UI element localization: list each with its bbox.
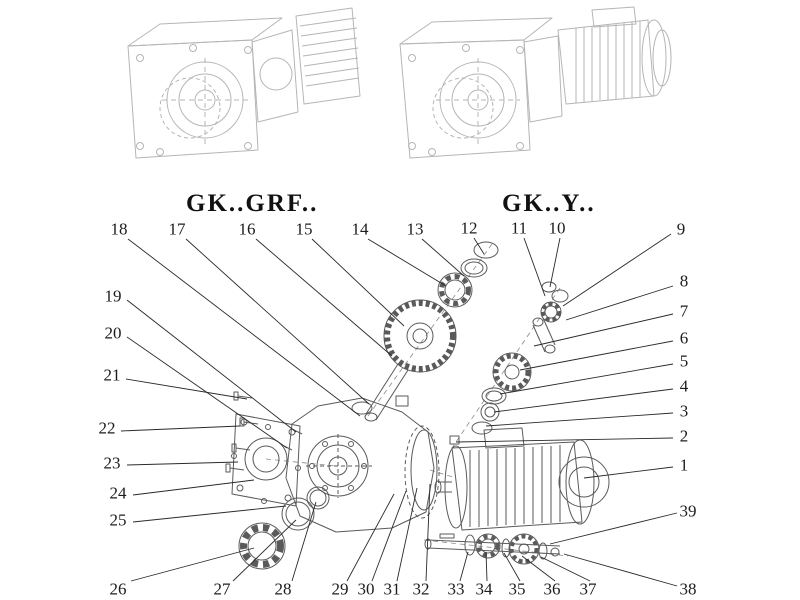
callout-34: 34 <box>475 579 493 599</box>
callout-31: 31 <box>383 579 401 599</box>
callout-35: 35 <box>508 579 526 599</box>
callout-19: 19 <box>104 286 122 306</box>
callout-33: 33 <box>447 579 465 599</box>
fastener-bolts <box>225 391 303 473</box>
callout-32: 32 <box>412 579 430 599</box>
callout-11: 11 <box>510 218 528 238</box>
callout-16: 16 <box>238 219 256 239</box>
output-shaft-assembly <box>424 533 561 565</box>
gearbox-grf-drawing <box>127 7 361 159</box>
callout-14: 14 <box>351 219 369 239</box>
callout-39: 39 <box>679 501 697 521</box>
callout-37: 37 <box>579 579 597 599</box>
callout-22: 22 <box>98 418 116 438</box>
callout-5: 5 <box>679 351 689 371</box>
electric-motor <box>434 427 610 531</box>
variant-label-y: GK..Y.. <box>502 190 596 217</box>
variant-label-grf: GK..GRF.. <box>186 190 319 217</box>
callout-28: 28 <box>274 579 292 599</box>
callout-38: 38 <box>679 579 697 599</box>
callout-13: 13 <box>406 219 424 239</box>
callout-17: 17 <box>168 219 186 239</box>
callout-18: 18 <box>110 219 128 239</box>
callout-12: 12 <box>460 218 478 238</box>
callout-21: 21 <box>103 365 121 385</box>
callout-24: 24 <box>109 483 127 503</box>
large-gear-and-shaft <box>364 299 457 422</box>
callout-7: 7 <box>679 301 689 321</box>
callout-9: 9 <box>676 219 686 239</box>
assembly-axis-lines <box>265 243 569 557</box>
callout-27: 27 <box>213 579 231 599</box>
lower-bearing-and-rings <box>238 486 330 570</box>
callout-29: 29 <box>331 579 349 599</box>
callout-10: 10 <box>548 218 566 238</box>
callout-20: 20 <box>104 323 122 343</box>
callout-1: 1 <box>679 455 689 475</box>
exploded-assembly-drawing <box>225 241 610 570</box>
callout-2: 2 <box>679 426 689 446</box>
leader-lines <box>120 233 678 587</box>
callout-8: 8 <box>679 271 689 291</box>
gear-housing <box>285 395 440 533</box>
callout-23: 23 <box>103 453 121 473</box>
callout-25: 25 <box>109 510 127 530</box>
callout-4: 4 <box>679 376 689 396</box>
callout-15: 15 <box>295 219 313 239</box>
upper-bearing-and-rings <box>437 241 499 308</box>
input-pinion-chain <box>471 281 569 435</box>
callout-6: 6 <box>679 328 689 348</box>
callout-3: 3 <box>679 401 689 421</box>
callout-30: 30 <box>357 579 375 599</box>
callout-36: 36 <box>543 579 561 599</box>
callout-26: 26 <box>109 579 127 599</box>
gearbox-y-drawing <box>399 6 672 159</box>
